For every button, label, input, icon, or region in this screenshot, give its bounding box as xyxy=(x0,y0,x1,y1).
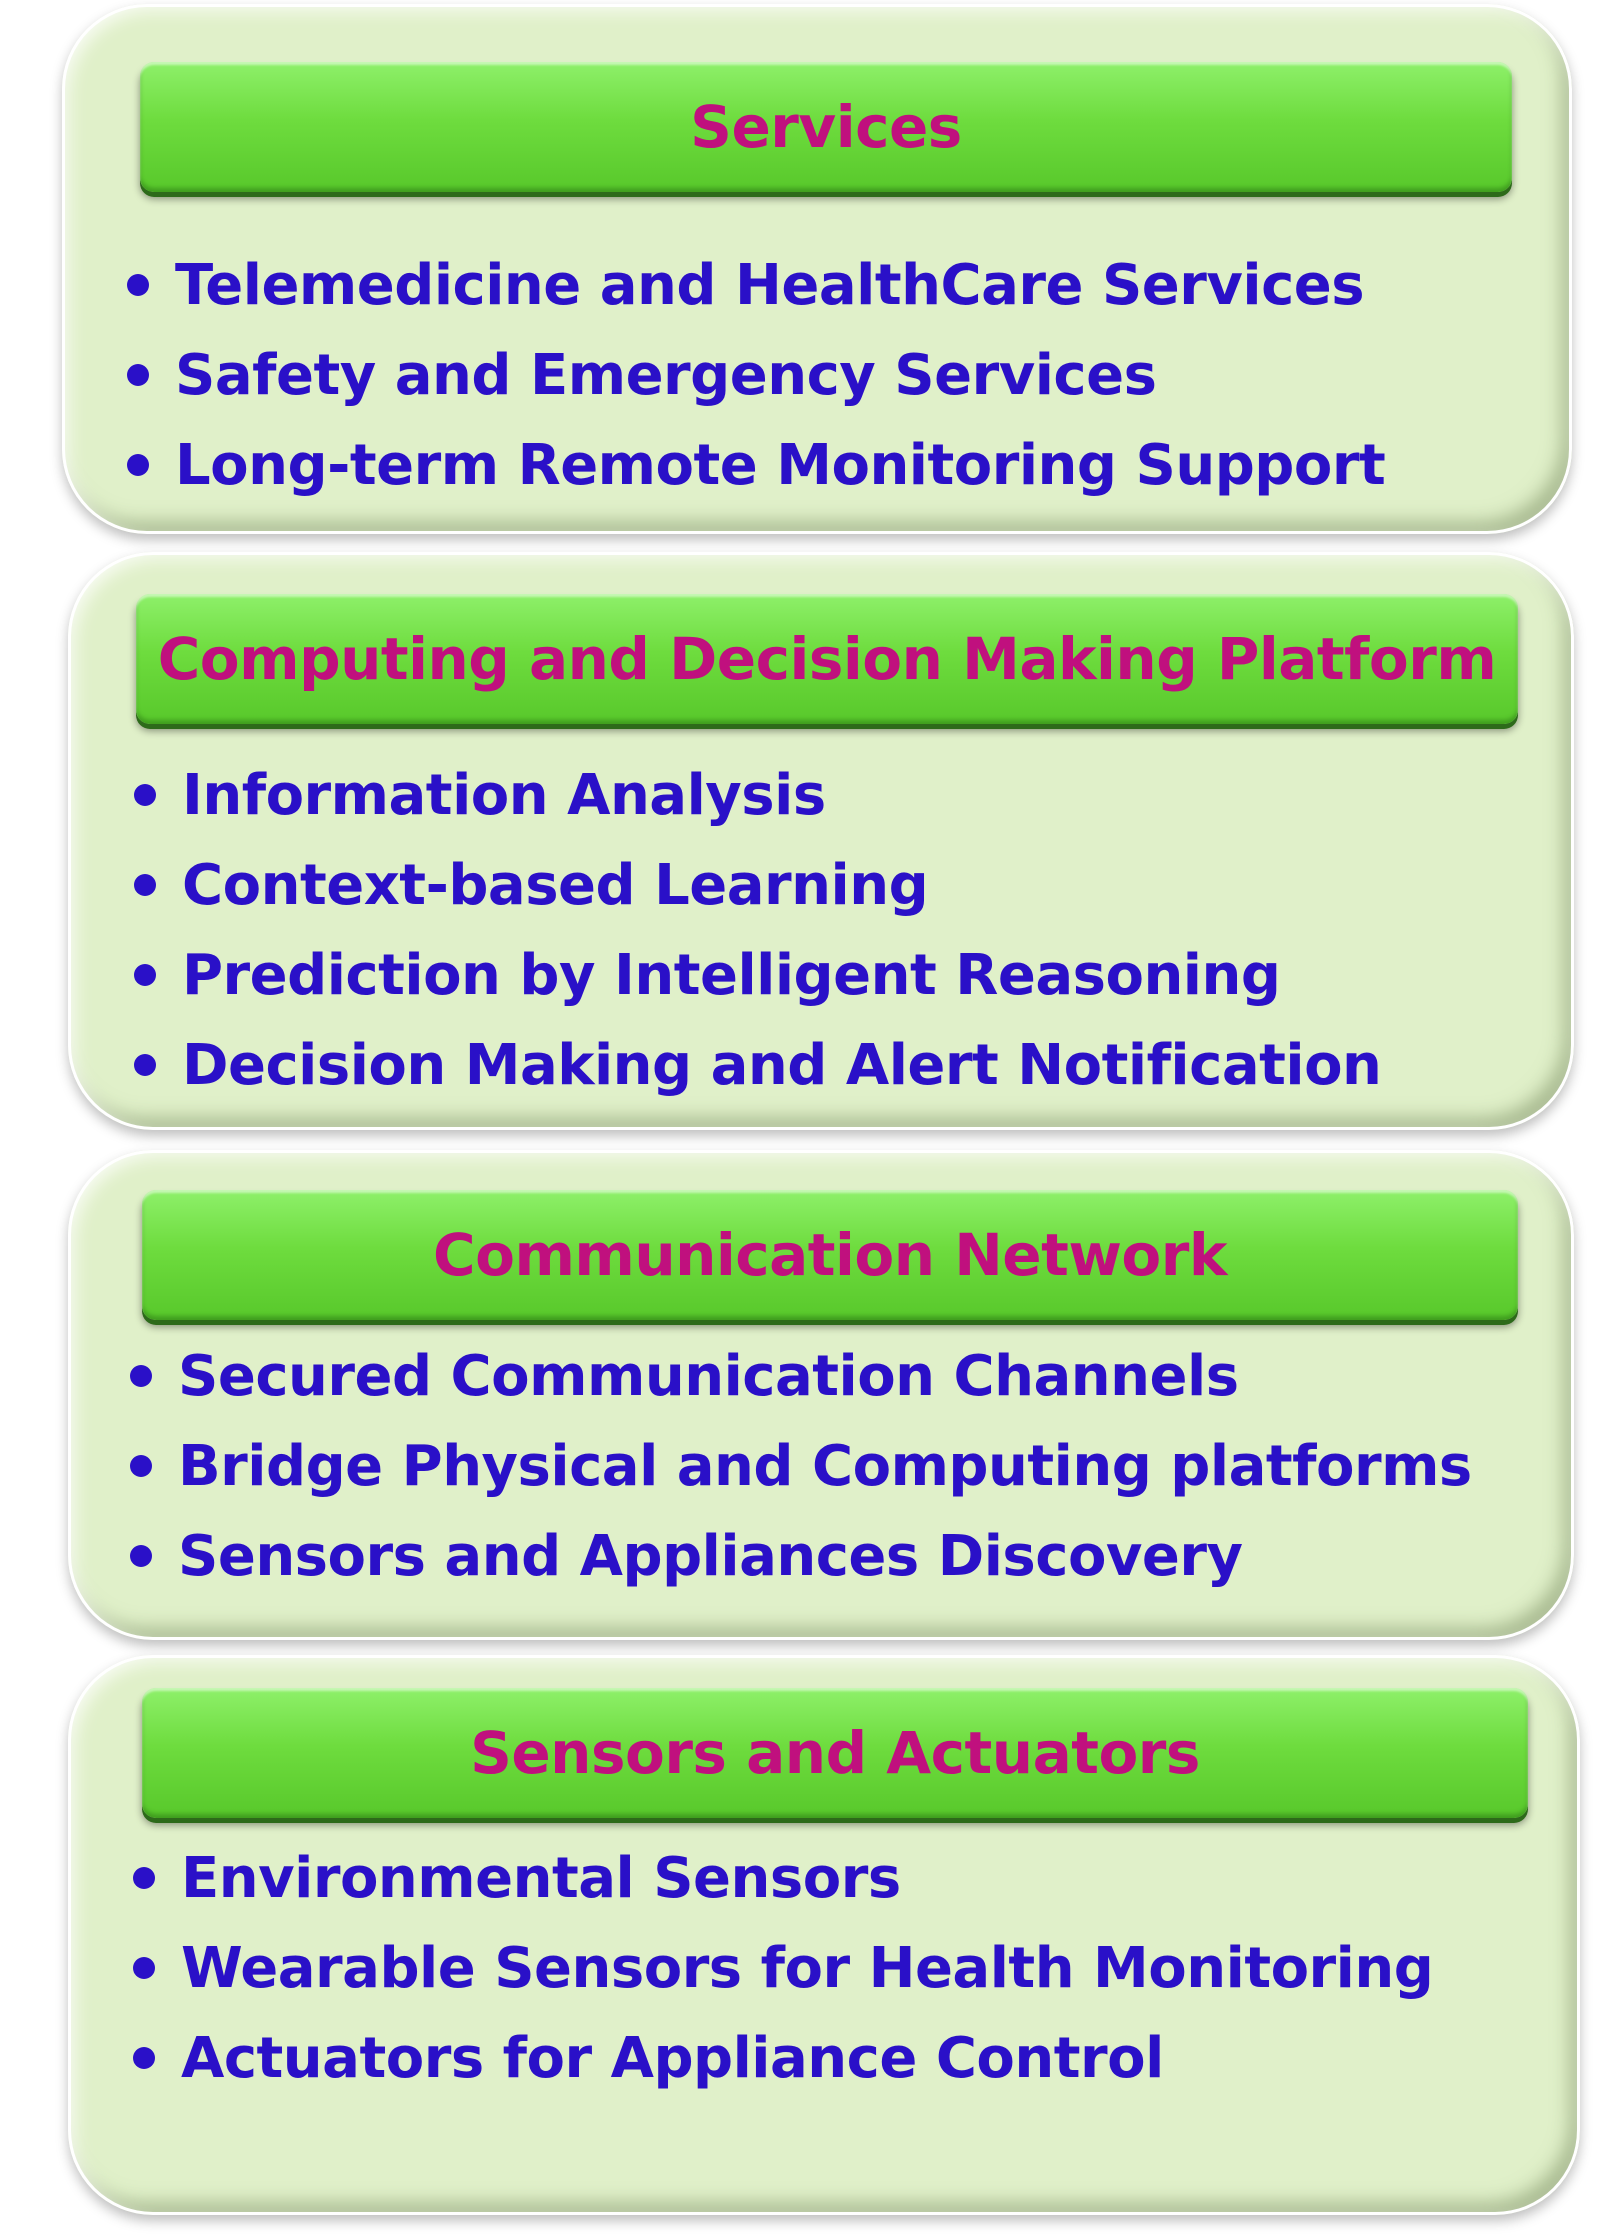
list-item: Information Analysis xyxy=(134,750,1381,840)
list-item: Bridge Physical and Computing platforms xyxy=(130,1421,1472,1511)
bullet-icon xyxy=(127,274,149,296)
bullet-icon xyxy=(134,964,156,986)
layer-computing-header: Computing and Decision Making Platform xyxy=(136,594,1518,724)
list-item: Sensors and Appliances Discovery xyxy=(130,1511,1472,1601)
list-item: Actuators for Appliance Control xyxy=(133,2013,1433,2103)
layer-sensors: Sensors and Actuators Environmental Sens… xyxy=(68,1655,1580,2215)
bullet-icon xyxy=(134,1054,156,1076)
bullet-icon xyxy=(133,1867,155,1889)
layer-title: Services xyxy=(690,93,962,161)
bullet-icon xyxy=(133,1957,155,1979)
layer-sensors-list: Environmental Sensors Wearable Sensors f… xyxy=(133,1833,1434,2103)
layer-computing: Computing and Decision Making Platform I… xyxy=(68,552,1574,1130)
list-item: Secured Communication Channels xyxy=(130,1331,1472,1421)
list-item: Decision Making and Alert Notification xyxy=(134,1020,1382,1110)
layer-computing-list: Information Analysis Context-based Learn… xyxy=(134,750,1382,1110)
list-item: Environmental Sensors xyxy=(133,1833,1433,1923)
bullet-icon xyxy=(127,364,149,386)
layer-services-header: Services xyxy=(140,62,1512,192)
layer-title: Computing and Decision Making Platform xyxy=(157,625,1497,693)
layer-title: Sensors and Actuators xyxy=(470,1719,1200,1787)
layer-title: Communication Network xyxy=(433,1221,1227,1289)
list-item: Safety and Emergency Services xyxy=(127,330,1385,420)
layer-communication-header: Communication Network xyxy=(142,1190,1518,1320)
layer-communication-list: Secured Communication Channels Bridge Ph… xyxy=(130,1331,1472,1601)
bullet-icon xyxy=(133,2047,155,2069)
bullet-icon xyxy=(127,454,149,476)
list-item: Telemedicine and HealthCare Services xyxy=(127,240,1385,330)
bullet-icon xyxy=(130,1365,152,1387)
bullet-icon xyxy=(130,1455,152,1477)
list-item: Context-based Learning xyxy=(134,840,1381,930)
bullet-icon xyxy=(130,1545,152,1567)
layer-services: Services Telemedicine and HealthCare Ser… xyxy=(62,4,1572,534)
list-item: Prediction by Intelligent Reasoning xyxy=(134,930,1381,1020)
list-item: Wearable Sensors for Health Monitoring xyxy=(133,1923,1434,2013)
list-item: Long-term Remote Monitoring Support xyxy=(127,420,1386,510)
bullet-icon xyxy=(134,874,156,896)
layer-services-list: Telemedicine and HealthCare Services Saf… xyxy=(127,240,1386,510)
bullet-icon xyxy=(134,784,156,806)
layer-sensors-header: Sensors and Actuators xyxy=(142,1688,1528,1818)
layer-communication: Communication Network Secured Communicat… xyxy=(68,1150,1574,1640)
